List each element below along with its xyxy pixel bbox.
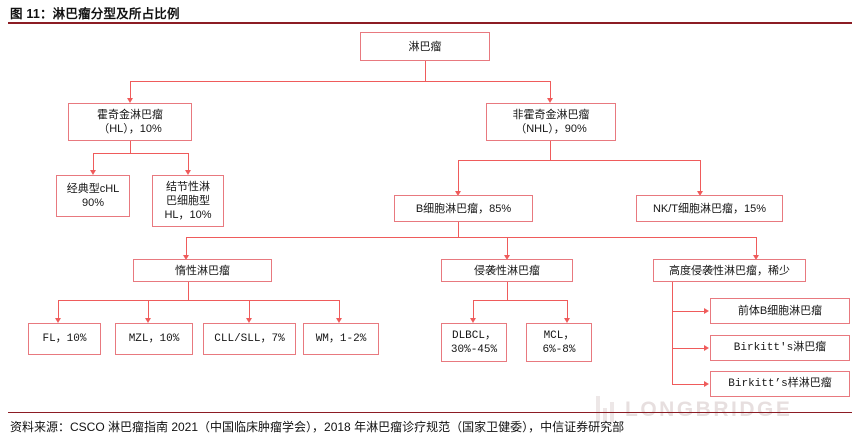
edge-indolent-trunk	[188, 281, 189, 301]
node-wm[interactable]: WM，1-2%	[303, 323, 379, 355]
arrow-bcell-to-highgrade	[752, 255, 759, 260]
node-lymphoma-root[interactable]: 淋巴瘤	[360, 32, 490, 61]
node-hodgkin-lymphoma[interactable]: 霍奇金淋巴瘤 （HL），10%	[68, 103, 192, 141]
node-birkitt-lymphoma[interactable]: Birkitt's淋巴瘤	[710, 335, 850, 361]
edge-hl-to-chl	[93, 153, 94, 171]
node-aggressive-lymphoma[interactable]: 侵袭性淋巴瘤	[441, 259, 573, 282]
edge-hl-trunk	[130, 141, 131, 154]
node-dlbcl[interactable]: DLBCL， 30%-45%	[441, 323, 507, 362]
edge-highgrade-to-birkitt-like	[672, 384, 705, 385]
edge-aggressive-to-mcl	[567, 300, 568, 319]
edge-hl-bus	[93, 153, 189, 154]
arrow-bcell-to-indolent	[182, 255, 189, 260]
arrow-bcell-to-aggressive	[503, 255, 510, 260]
arrow-highgrade-to-precursor	[704, 307, 709, 314]
header-divider	[8, 22, 852, 24]
edge-bcell-bus	[186, 237, 756, 238]
edge-indolent-to-cllsll	[249, 300, 250, 319]
source-note: 资料来源：CSCO 淋巴瘤指南 2021（中国临床肿瘤学会），2018 年淋巴瘤…	[10, 420, 625, 434]
arrow-indolent-to-fl	[54, 318, 61, 323]
node-cll-sll[interactable]: CLL/SLL，7%	[203, 323, 296, 355]
arrow-highgrade-to-birkitt-like	[704, 380, 709, 387]
arrow-root-to-hl	[126, 98, 133, 103]
node-mcl[interactable]: MCL， 6%-8%	[526, 323, 592, 362]
edge-bcell-trunk	[458, 222, 459, 238]
edge-highgrade-to-birkitt	[672, 348, 705, 349]
edge-indolent-to-fl	[58, 300, 59, 319]
figure-title: 图 11：淋巴瘤分型及所占比例	[10, 7, 180, 21]
edge-root-to-nhl	[550, 81, 551, 99]
edge-root-to-hl	[130, 81, 131, 99]
edge-nhl-to-bcell	[458, 160, 459, 192]
edge-bcell-to-aggressive	[507, 237, 508, 256]
edge-indolent-bus	[58, 300, 339, 301]
edge-hl-to-nlphl	[188, 153, 189, 171]
node-classical-chl[interactable]: 经典型cHL 90%	[56, 175, 130, 217]
edge-aggressive-trunk	[507, 281, 508, 301]
edge-highgrade-spine	[672, 281, 673, 384]
node-birkitt-like-lymphoma[interactable]: Birkitt’s样淋巴瘤	[710, 371, 850, 397]
arrow-nhl-to-nkt	[696, 191, 703, 196]
arrow-root-to-nhl	[546, 98, 553, 103]
arrow-hl-to-chl	[89, 170, 96, 175]
edge-root-bus	[130, 81, 551, 82]
node-nodular-lymphocyte-hl[interactable]: 结节性淋 巴细胞型 HL，10%	[152, 175, 224, 227]
edge-indolent-to-mzl	[148, 300, 149, 319]
node-nkt-cell-lymphoma[interactable]: NK/T细胞淋巴瘤，15%	[636, 195, 783, 222]
node-indolent-lymphoma[interactable]: 惰性淋巴瘤	[133, 259, 272, 282]
edge-nhl-to-nkt	[700, 160, 701, 192]
arrow-aggressive-to-mcl	[563, 318, 570, 323]
edge-bcell-to-indolent	[186, 237, 187, 256]
edge-root-trunk	[425, 61, 426, 82]
edge-indolent-to-wm	[339, 300, 340, 319]
arrow-indolent-to-cllsll	[245, 318, 252, 323]
arrow-indolent-to-wm	[335, 318, 342, 323]
node-mzl[interactable]: MZL，10%	[115, 323, 193, 355]
node-non-hodgkin-lymphoma[interactable]: 非霍奇金淋巴瘤 （NHL），90%	[486, 103, 616, 141]
node-b-cell-lymphoma[interactable]: B细胞淋巴瘤，85%	[394, 195, 533, 222]
edge-aggressive-bus	[473, 300, 567, 301]
edge-nhl-trunk	[550, 141, 551, 161]
arrow-nhl-to-bcell	[454, 191, 461, 196]
edge-nhl-bus	[458, 160, 701, 161]
arrow-indolent-to-mzl	[144, 318, 151, 323]
watermark-text: LONGBRIDGE	[625, 398, 793, 421]
edge-aggressive-to-dlbcl	[473, 300, 474, 319]
edge-highgrade-to-precursor	[672, 311, 705, 312]
arrow-hl-to-nlphl	[184, 170, 191, 175]
node-highly-aggressive-lymphoma[interactable]: 高度侵袭性淋巴瘤，稀少	[653, 259, 806, 282]
footer-divider	[8, 412, 852, 414]
node-precursor-b-cell-lymphoma[interactable]: 前体B细胞淋巴瘤	[710, 298, 850, 324]
arrow-highgrade-to-birkitt	[704, 344, 709, 351]
arrow-aggressive-to-dlbcl	[469, 318, 476, 323]
edge-bcell-to-highgrade	[756, 237, 757, 256]
node-fl[interactable]: FL，10%	[28, 323, 101, 355]
